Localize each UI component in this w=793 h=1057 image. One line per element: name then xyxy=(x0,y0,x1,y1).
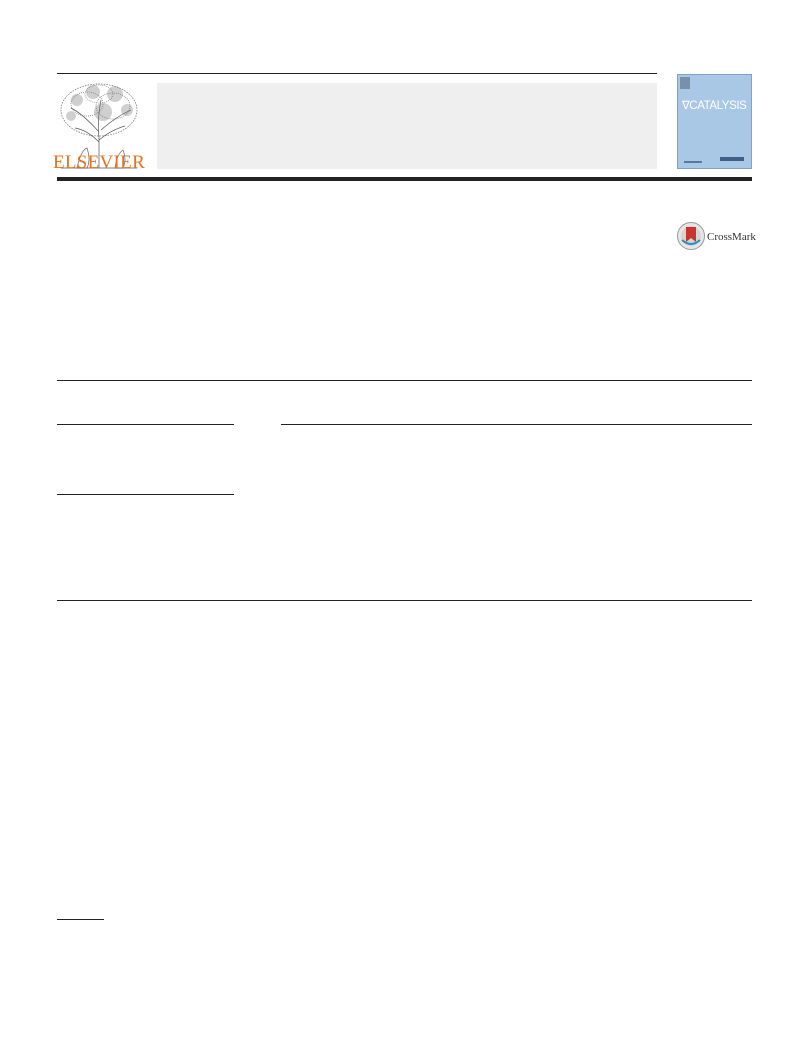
cover-title-prefix: ∇ xyxy=(682,100,690,112)
cover-publisher-mark-icon xyxy=(680,77,690,89)
publisher-wordmark: ELSEVIER xyxy=(52,152,146,173)
article-info-left-rule xyxy=(57,424,234,425)
cover-title-text: CATALYSIS xyxy=(689,100,747,112)
cover-title-line1: ∇CATALYSIS xyxy=(682,100,751,112)
header-thick-rule xyxy=(57,177,752,181)
abstract-rule xyxy=(281,424,752,425)
journal-header-banner xyxy=(157,83,657,169)
article-info-top-rule xyxy=(57,380,752,381)
cover-strip xyxy=(720,157,744,161)
keywords-rule xyxy=(57,494,234,495)
header-top-rule xyxy=(57,73,657,74)
footnote-rule xyxy=(57,919,104,920)
article-info-bottom-rule xyxy=(57,600,752,601)
elsevier-tree-logo-icon xyxy=(60,83,138,169)
crossmark-label[interactable]: CrossMark xyxy=(707,231,756,243)
cover-strip-small xyxy=(684,161,702,163)
crossmark-badge-icon[interactable] xyxy=(676,221,756,253)
journal-cover-thumbnail[interactable]: ∇CATALYSIS xyxy=(677,74,752,169)
